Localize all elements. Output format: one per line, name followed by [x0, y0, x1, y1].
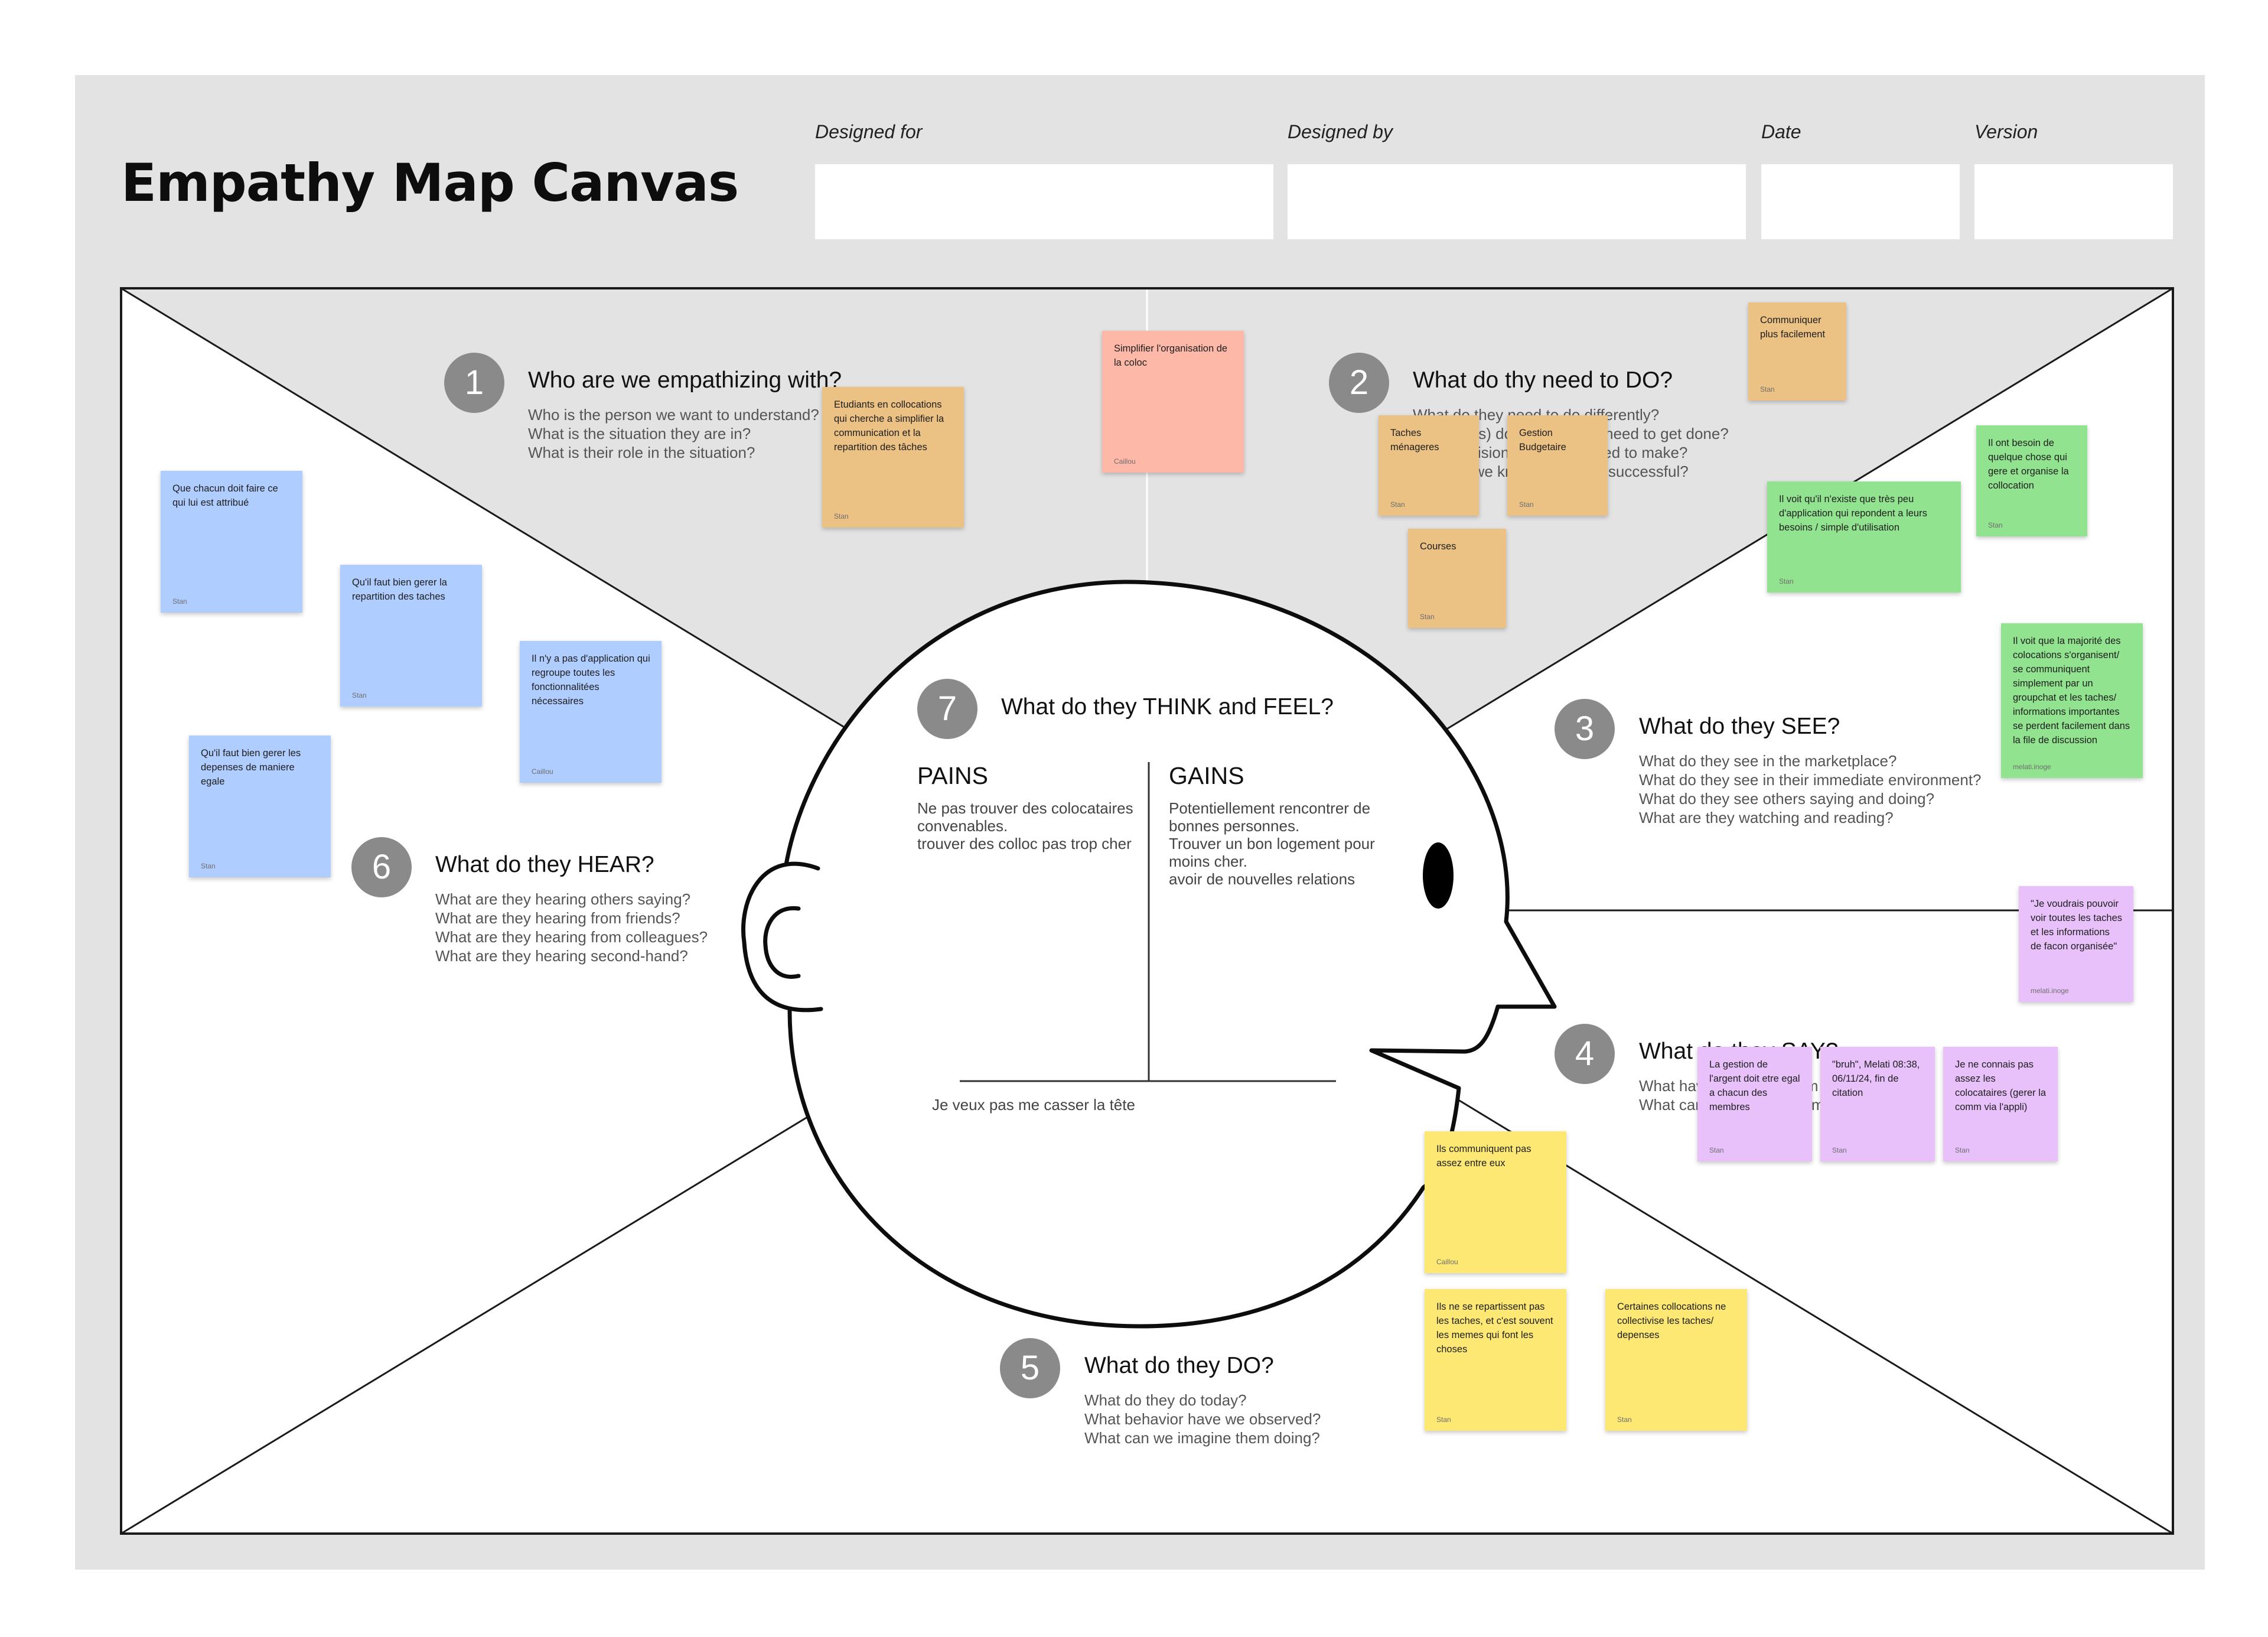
sticky-note[interactable]: Etudiants en collocations qui cherche a … — [822, 387, 964, 528]
designed-for-label: Designed for — [815, 121, 923, 142]
sticky-note[interactable]: Ils ne se repartissent pas les taches, e… — [1425, 1289, 1566, 1431]
section-1-title: Who are we empathizing with? — [528, 367, 842, 393]
pains-title: PAINS — [917, 762, 988, 789]
sticky-note[interactable]: Simplifier l'organisation de la coloc Ca… — [1102, 331, 1244, 473]
sticky-author: melati.inoge — [2031, 987, 2069, 995]
sticky-author: Stan — [1709, 1146, 1724, 1154]
sticky-note[interactable]: "bruh", Melati 08:38, 06/11/24, fin de c… — [1820, 1047, 1935, 1161]
version-label: Version — [1974, 121, 2038, 142]
sticky-note[interactable]: Communiquer plus facilement Stan — [1748, 302, 1846, 401]
sticky-note[interactable]: Courses Stan — [1408, 529, 1506, 628]
sticky-text: Taches ménageres — [1390, 428, 1439, 453]
sticky-author: Stan — [1519, 500, 1534, 509]
designed-by-field[interactable] — [1288, 164, 1746, 239]
sticky-text: Qu'il faut bien gerer la repartition des… — [352, 577, 447, 602]
date-field[interactable] — [1761, 164, 1960, 239]
sticky-author: Stan — [1760, 385, 1775, 393]
section-1-number: 1 — [444, 353, 504, 413]
section-3-number: 3 — [1555, 699, 1615, 759]
section-6-questions: What are they hearing others saying? Wha… — [435, 890, 708, 965]
sticky-author: Stan — [1617, 1415, 1632, 1424]
sticky-note[interactable]: Il ont besoin de quelque chose qui gere … — [1976, 425, 2087, 536]
sticky-note[interactable]: Ils communiquent pas assez entre eux Cai… — [1425, 1131, 1566, 1273]
sticky-text: Je ne connais pas assez les colocataires… — [1955, 1059, 2047, 1112]
sticky-author: Stan — [201, 862, 216, 870]
section-1-questions: Who is the person we want to understand?… — [528, 406, 819, 461]
sticky-text: La gestion de l'argent doit etre egal a … — [1709, 1059, 1800, 1112]
section-2-number: 2 — [1329, 353, 1389, 413]
sticky-author: Stan — [1436, 1415, 1451, 1424]
sticky-note[interactable]: Il voit qu'il n'existe que très peu d'ap… — [1767, 481, 1961, 593]
sticky-text: Etudiants en collocations qui cherche a … — [834, 399, 944, 453]
sticky-note[interactable]: Que chacun doit faire ce qui lui est att… — [161, 471, 302, 613]
sticky-text: Qu'il faut bien gerer les depenses de ma… — [201, 748, 301, 787]
sticky-text: Que chacun doit faire ce qui lui est att… — [172, 483, 278, 508]
sticky-note[interactable]: Taches ménageres Stan — [1379, 415, 1479, 516]
ear-inner — [763, 906, 801, 979]
sticky-text: Il n'y a pas d'application qui regroupe … — [532, 653, 650, 707]
sticky-text: Ils ne se repartissent pas les taches, e… — [1436, 1301, 1553, 1355]
sticky-note[interactable]: La gestion de l'argent doit etre egal a … — [1697, 1047, 1812, 1161]
sticky-author: Caillou — [1114, 457, 1136, 466]
page-title: Empathy Map Canvas — [121, 152, 739, 213]
gains-title: GAINS — [1169, 762, 1244, 789]
sticky-note[interactable]: Il voit que la majorité des colocations … — [2001, 623, 2143, 778]
section-4-number: 4 — [1555, 1024, 1615, 1084]
sticky-note[interactable]: Certaines collocations ne collectivise l… — [1605, 1289, 1747, 1431]
ear-outline — [741, 861, 823, 1013]
diagram-border — [120, 287, 2174, 1535]
designed-by-label: Designed by — [1288, 121, 1393, 142]
sticky-text: Ils communiquent pas assez entre eux — [1436, 1144, 1531, 1169]
sticky-text: Il ont besoin de quelque chose qui gere … — [1988, 438, 2069, 491]
section-6-number: 6 — [351, 837, 412, 897]
sticky-text: Certaines collocations ne collectivise l… — [1617, 1301, 1726, 1340]
gains-text: Potentiellement rencontrer de bonnes per… — [1169, 799, 1375, 888]
section-5-questions: What do they do today? What behavior hav… — [1084, 1391, 1321, 1447]
sticky-text: "bruh", Melati 08:38, 06/11/24, fin de c… — [1832, 1059, 1920, 1098]
sticky-note[interactable]: Qu'il faut bien gerer les depenses de ma… — [189, 735, 331, 877]
sticky-note[interactable]: Il n'y a pas d'application qui regroupe … — [520, 641, 662, 783]
section-6-title: What do they HEAR? — [435, 852, 654, 877]
section-7-number: 7 — [917, 679, 977, 739]
sticky-note[interactable]: Gestion Budgetaire Stan — [1507, 415, 1608, 516]
sticky-author: Stan — [1779, 577, 1794, 585]
sticky-author: Stan — [1390, 500, 1405, 509]
section-5-title: What do they DO? — [1084, 1353, 1274, 1378]
sticky-author: Stan — [1832, 1146, 1847, 1154]
sticky-author: Caillou — [1436, 1258, 1458, 1266]
sticky-author: Stan — [172, 597, 187, 606]
sticky-author: Stan — [1955, 1146, 1970, 1154]
sticky-text: Simplifier l'organisation de la coloc — [1114, 343, 1228, 368]
pains-text: Ne pas trouver des colocataires convenab… — [917, 799, 1133, 852]
sticky-text: Courses — [1420, 541, 1456, 552]
think-feel-note: Je veux pas me casser la tête — [932, 1096, 1135, 1114]
sticky-author: Stan — [352, 691, 367, 699]
section-3-title: What do they SEE? — [1639, 714, 1840, 739]
head-outline — [780, 580, 1557, 1329]
sticky-author: melati.inoge — [2013, 763, 2051, 771]
date-label: Date — [1761, 121, 1801, 142]
sticky-text: Gestion Budgetaire — [1519, 428, 1566, 453]
sticky-text: Il voit que la majorité des colocations … — [2013, 636, 2130, 746]
sticky-author: Stan — [1420, 613, 1435, 621]
sticky-author: Stan — [834, 512, 849, 520]
sticky-author: Stan — [1988, 521, 2003, 529]
sticky-text: Communiquer plus facilement — [1760, 315, 1826, 340]
sticky-note[interactable]: Qu'il faut bien gerer la repartition des… — [340, 565, 482, 707]
sticky-text: Il voit qu'il n'existe que très peu d'ap… — [1779, 494, 1927, 533]
sticky-note[interactable]: Je ne connais pas assez les colocataires… — [1943, 1047, 2058, 1161]
sticky-author: Caillou — [532, 767, 553, 776]
eye — [1423, 842, 1454, 909]
section-3-questions: What do they see in the marketplace? Wha… — [1639, 752, 1982, 826]
sticky-text: "Je voudrais pouvoir voir toutes les tac… — [2031, 899, 2122, 952]
version-field[interactable] — [1974, 164, 2173, 239]
designed-for-field[interactable] — [815, 164, 1273, 239]
section-2-title: What do thy need to DO? — [1413, 367, 1673, 393]
section-7-title: What do they THINK and FEEL? — [1001, 694, 1334, 720]
sticky-note[interactable]: "Je voudrais pouvoir voir toutes les tac… — [2019, 886, 2133, 1002]
section-5-number: 5 — [1000, 1338, 1060, 1398]
